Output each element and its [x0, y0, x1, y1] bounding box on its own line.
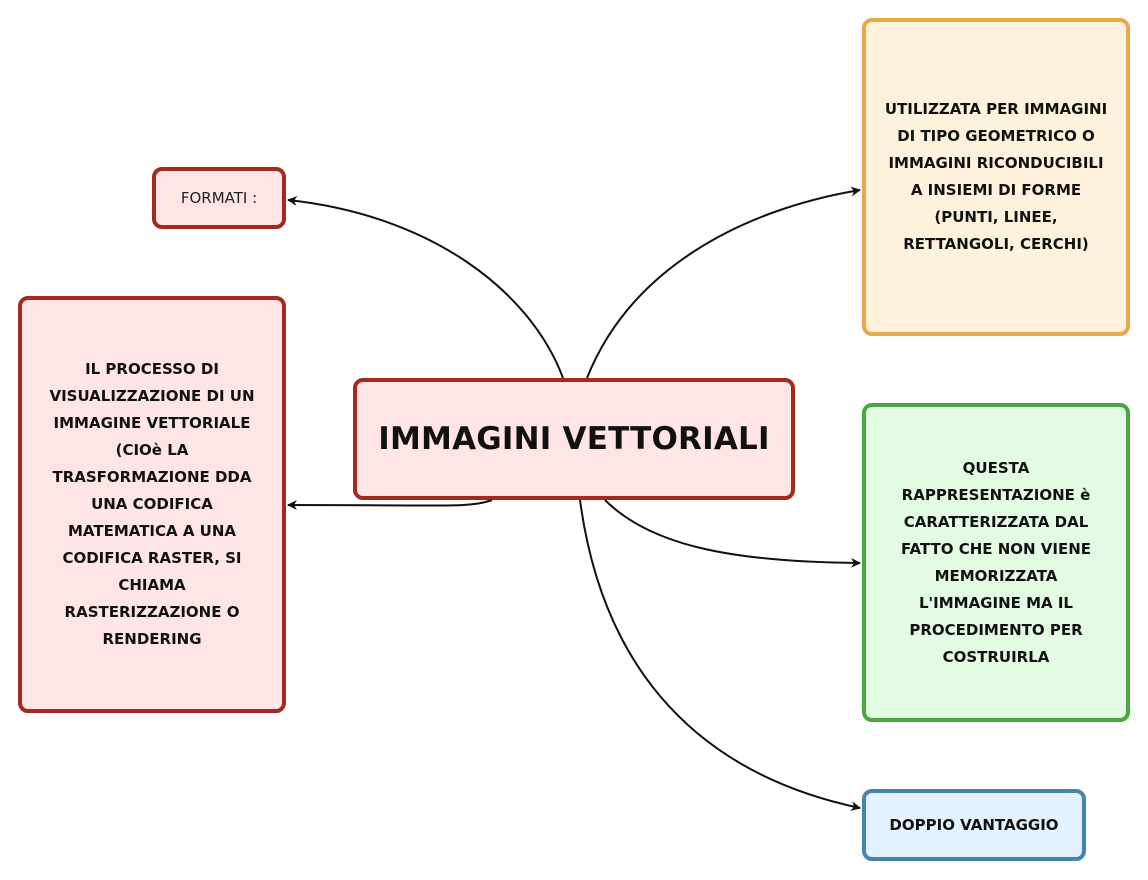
questa-text: QUESTA RAPPRESENTAZIONE è CARATTERIZZATA…	[901, 455, 1091, 671]
text-line: CHIAMA	[118, 576, 186, 594]
questa-node[interactable]: QUESTA RAPPRESENTAZIONE è CARATTERIZZATA…	[862, 403, 1130, 722]
utilizzata-node[interactable]: UTILIZZATA PER IMMAGINI DI TIPO GEOMETRI…	[862, 18, 1130, 336]
formati-node[interactable]: FORMATI :	[152, 167, 286, 229]
text-line: RAPPRESENTAZIONE è	[901, 485, 1091, 504]
processo-text: IL PROCESSO DI VISUALIZZAZIONE DI UN IMM…	[49, 356, 254, 653]
text-line: COSTRUIRLA	[942, 647, 1050, 666]
text-line: (PUNTI, LINEE,	[934, 208, 1058, 226]
text-line: CARATTERIZZATA DAL	[903, 512, 1089, 531]
text-line: UNA CODIFICA	[91, 495, 213, 513]
text-line: MEMORIZZATA	[934, 566, 1058, 585]
edge-to-processo	[287, 499, 493, 511]
processo-node[interactable]: IL PROCESSO DI VISUALIZZAZIONE DI UN IMM…	[18, 296, 286, 713]
edge-to-formati	[287, 195, 564, 379]
text-line: IMMAGINI RICONDUCIBILI	[888, 154, 1104, 172]
text-line: A INSIEMI DI FORME	[910, 181, 1082, 199]
text-line: IL PROCESSO DI	[85, 360, 219, 378]
doppio-vantaggio-node[interactable]: DOPPIO VANTAGGIO	[862, 789, 1086, 861]
text-line: DI TIPO GEOMETRICO O	[897, 127, 1095, 145]
formati-label: FORMATI :	[180, 189, 258, 207]
text-line: FATTO CHE NON VIENE	[900, 539, 1092, 558]
edge-to-questa	[604, 499, 861, 568]
text-line: IMMAGINE VETTORIALE	[53, 414, 251, 432]
text-line: RASTERIZZAZIONE O	[64, 603, 240, 621]
text-line: MATEMATICA A UNA	[67, 522, 237, 540]
text-line: RENDERING	[102, 630, 202, 648]
doppio-vantaggio-label: DOPPIO VANTAGGIO	[889, 816, 1059, 834]
text-line: TRASFORMAZIONE DDA	[52, 468, 252, 486]
edge-to-utilizzata	[586, 186, 861, 379]
text-line: (CIOè LA	[115, 441, 189, 459]
central-topic-label: IMMAGINI VETTORIALI	[378, 421, 770, 457]
edge-to-doppio	[579, 499, 861, 812]
utilizzata-text: UTILIZZATA PER IMMAGINI DI TIPO GEOMETRI…	[885, 96, 1107, 258]
text-line: RETTANGOLI, CERCHI)	[903, 235, 1089, 253]
text-line: QUESTA	[962, 458, 1030, 477]
text-line: PROCEDIMENTO PER	[909, 620, 1083, 639]
text-line: UTILIZZATA PER IMMAGINI	[884, 100, 1108, 118]
central-topic-node[interactable]: IMMAGINI VETTORIALI	[353, 378, 795, 500]
text-line: VISUALIZZAZIONE DI UN	[49, 387, 255, 405]
text-line: L'IMMAGINE MA IL	[918, 593, 1073, 612]
text-line: CODIFICA RASTER, SI	[62, 549, 242, 567]
